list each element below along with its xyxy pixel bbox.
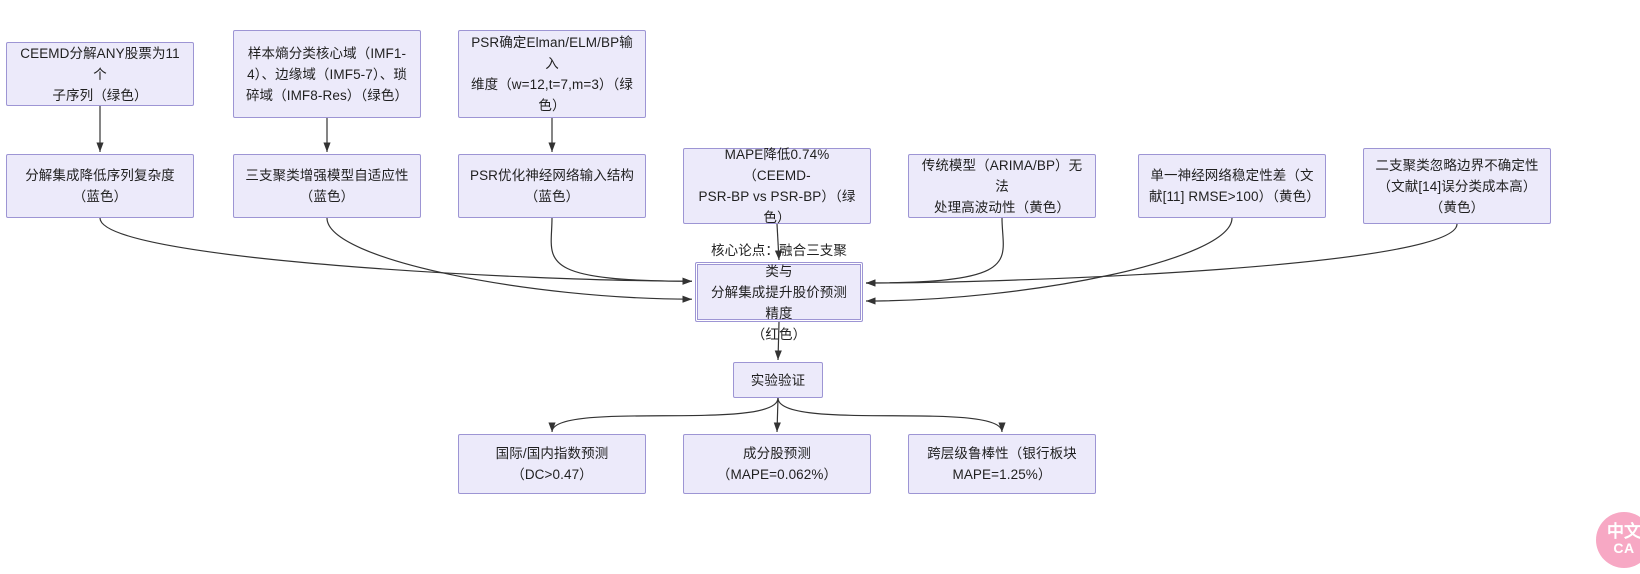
- edge-n5-to-core: [326, 217, 693, 303]
- flow-node-core[interactable]: 核心论点：融合三支聚类与 分解集成提升股价预测精度 （红色）: [695, 243, 863, 342]
- flow-node-r2[interactable]: 成分股预测 （MAPE=0.062%）: [683, 434, 871, 494]
- flow-node-r3[interactable]: 跨层级鲁棒性（银行板块 MAPE=1.25%）: [908, 434, 1096, 494]
- flow-node-exp[interactable]: 实验验证: [733, 362, 823, 398]
- flow-node-label: CEEMD分解ANY股票为11个 子序列（绿色）: [20, 45, 180, 103]
- flow-node-n8[interactable]: 传统模型（ARIMA/BP）无法 处理高波动性（黄色）: [908, 154, 1096, 218]
- flow-node-label: 二支聚类忽略边界不确定性 （文献[14]误分类成本高） （黄色）: [1375, 157, 1539, 215]
- flow-node-label: MAPE降低0.74%（CEEMD- PSR-BP vs PSR-BP）（绿 色…: [698, 147, 856, 225]
- flow-node-label: 实验验证: [750, 372, 806, 388]
- flow-node-label: 样本熵分类核心域（IMF1- 4）、边缘域（IMF5-7）、琐 碎域（IMF8-…: [245, 45, 409, 103]
- flow-node-n4[interactable]: 分解集成降低序列复杂度 （蓝色）: [6, 154, 194, 218]
- flow-node-label: PSR确定Elman/ELM/BP输入 维度（w=12,t=7,m=3）（绿 色…: [471, 35, 633, 113]
- edge-n8-to-core: [865, 217, 1004, 287]
- edge-n10-to-core: [865, 223, 1458, 287]
- edge-n6-to-core: [550, 217, 693, 285]
- flow-node-label: 核心论点：融合三支聚类与 分解集成提升股价预测精度 （红色）: [711, 242, 847, 342]
- flow-node-label: 三支聚类增强模型自适应性 （蓝色）: [245, 168, 409, 204]
- flow-node-n3[interactable]: PSR确定Elman/ELM/BP输入 维度（w=12,t=7,m=3）（绿 色…: [458, 30, 646, 118]
- edge-exp-to-r3: [777, 397, 1006, 433]
- edge-n9-to-core: [865, 217, 1233, 305]
- flow-node-r1[interactable]: 国际/国内指数预测 （DC>0.47）: [458, 434, 646, 494]
- flow-node-label: 分解集成降低序列复杂度 （蓝色）: [25, 168, 175, 204]
- flow-node-label: 国际/国内指数预测 （DC>0.47）: [495, 446, 609, 482]
- flow-node-n5[interactable]: 三支聚类增强模型自适应性 （蓝色）: [233, 154, 421, 218]
- watermark-badge: 中文 CA: [1596, 512, 1640, 568]
- watermark-line1: 中文: [1607, 522, 1640, 541]
- watermark-line2: CA: [1613, 540, 1635, 556]
- flow-node-n2[interactable]: 样本熵分类核心域（IMF1- 4）、边缘域（IMF5-7）、琐 碎域（IMF8-…: [233, 30, 421, 118]
- flow-node-label: 单一神经网络稳定性差（文 献[11] RMSE>100）（黄色）: [1149, 168, 1320, 204]
- flow-node-label: 跨层级鲁棒性（银行板块 MAPE=1.25%）: [927, 446, 1077, 482]
- flow-node-n7[interactable]: MAPE降低0.74%（CEEMD- PSR-BP vs PSR-BP）（绿 色…: [683, 147, 871, 225]
- flow-node-n1[interactable]: CEEMD分解ANY股票为11个 子序列（绿色）: [6, 42, 194, 106]
- flow-node-n10[interactable]: 二支聚类忽略边界不确定性 （文献[14]误分类成本高） （黄色）: [1363, 148, 1551, 224]
- flow-node-label: 成分股预测 （MAPE=0.062%）: [716, 446, 838, 482]
- flow-node-n9[interactable]: 单一神经网络稳定性差（文 献[11] RMSE>100）（黄色）: [1138, 154, 1326, 218]
- edge-exp-to-r1: [548, 397, 779, 433]
- edge-n4-to-core: [99, 217, 693, 285]
- flow-node-label: PSR优化神经网络输入结构 （蓝色）: [469, 168, 635, 204]
- edge-exp-to-r2: [773, 397, 781, 433]
- flow-node-label: 传统模型（ARIMA/BP）无法 处理高波动性（黄色）: [921, 157, 1083, 215]
- flow-node-n6[interactable]: PSR优化神经网络输入结构 （蓝色）: [458, 154, 646, 218]
